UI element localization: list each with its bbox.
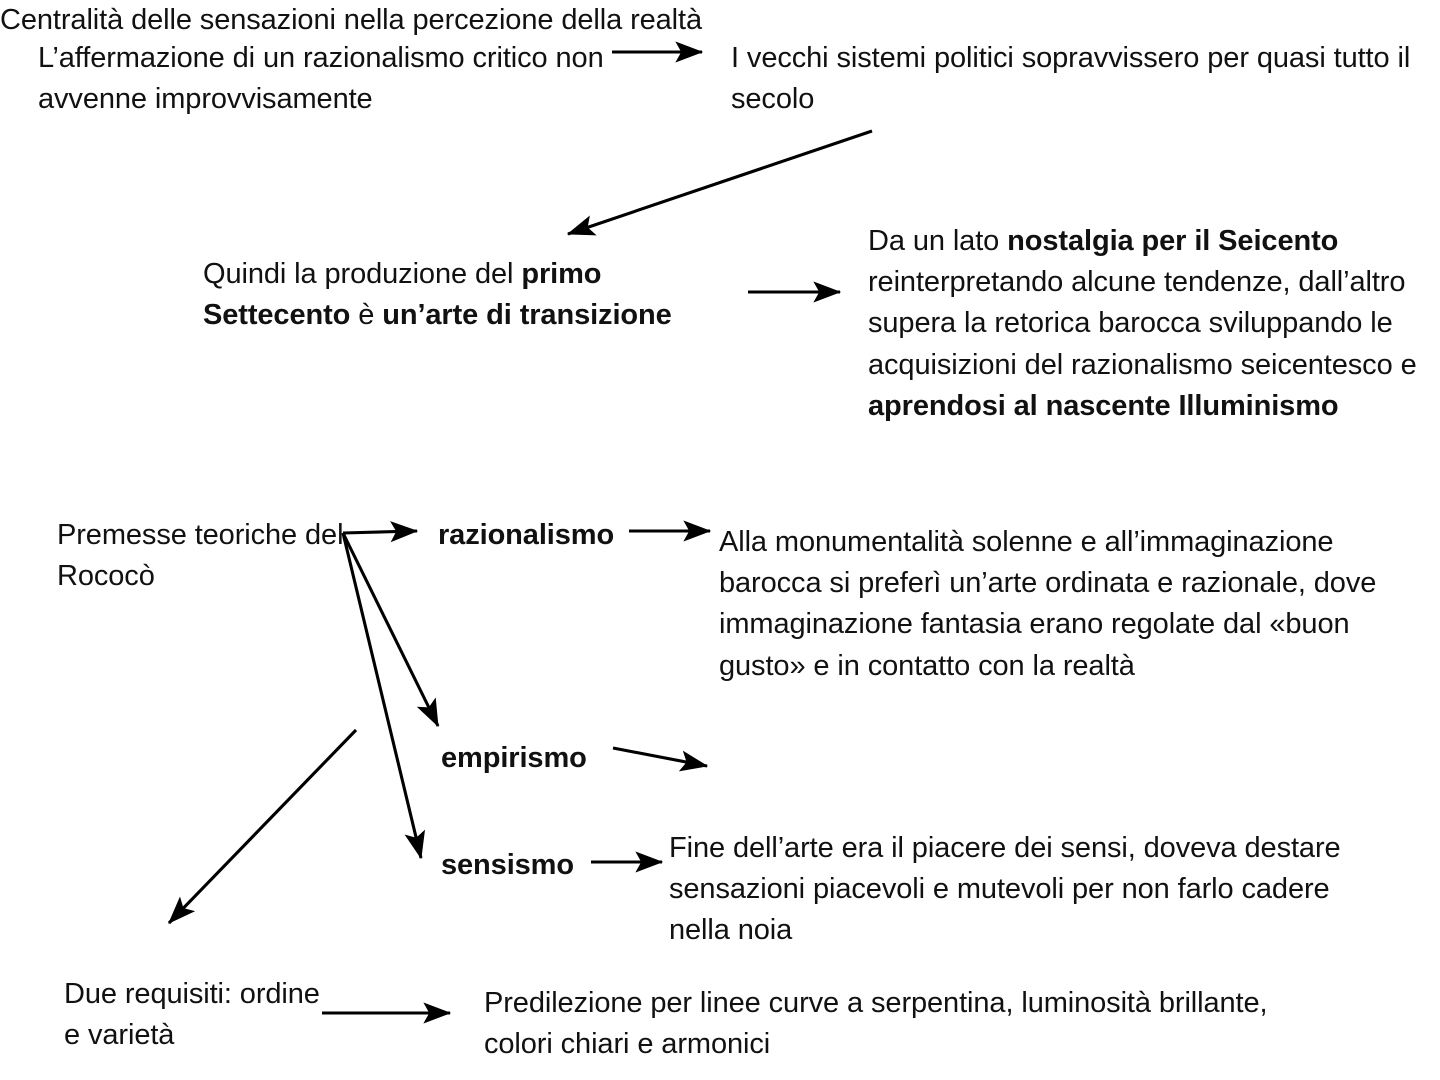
arrow-premesse-to-empirismo xyxy=(341,532,440,728)
node-dalato-text-bold-1: nostalgia per il Seicento xyxy=(1007,225,1339,257)
node-dalato-text-bold-2: aprendosi al nascente Illuminismo xyxy=(868,389,1339,422)
node-razionalismo: razionalismo xyxy=(438,519,615,551)
node-affermazione-razionalismo-critico: L’affermazione di un razionalismo critic… xyxy=(38,42,612,116)
node-premesse-teoriche-rococo: Premesse teoriche del Rococò xyxy=(57,519,352,593)
node-sensismo: sensismo xyxy=(441,849,574,881)
node-due-requisiti-ordine-varieta: Due requisiti: ordine e varietà xyxy=(64,978,328,1052)
arrow-vecchi-to-quindi xyxy=(566,129,873,236)
node-centralita-sensazioni: Centralità delle sensazioni nella percez… xyxy=(0,4,703,36)
node-predilezione-linee-curve: Predilezione per linee curve a serpentin… xyxy=(484,987,1276,1061)
node-quindi-text-plain-1: Quindi la produzione del xyxy=(203,258,522,290)
node-vecchi-sistemi-politici: I vecchi sistemi politici sopravvissero … xyxy=(731,42,1419,116)
node-quindi-text-bold-2: un’arte di transizione xyxy=(382,299,672,332)
node-dalato-text-plain-2: reinterpretando alcune tendenze, dall’al… xyxy=(868,225,1425,381)
node-quindi-text-bold-1: primo Settecento xyxy=(203,258,610,332)
node-nostalgia-seicento-illuminismo: Da un lato nostalgia per il Seicento rei… xyxy=(868,221,1428,427)
arrow-empirismo-to-centralita xyxy=(612,746,709,772)
node-primo-settecento-arte-transizione: Quindi la produzione del primo Settecent… xyxy=(203,254,743,336)
node-monumentalita-solenne: Alla monumentalità solenne e all’immagin… xyxy=(719,526,1385,682)
node-empirismo: empirismo xyxy=(441,742,587,774)
node-dalato-text-plain-1: Da un lato xyxy=(868,225,1008,257)
node-quindi-text-plain-2: è xyxy=(350,299,383,332)
arrow-branch-to-due xyxy=(167,728,358,925)
node-fine-arte-piacere-sensi: Fine dell’arte era il piacere dei sensi,… xyxy=(669,832,1349,947)
